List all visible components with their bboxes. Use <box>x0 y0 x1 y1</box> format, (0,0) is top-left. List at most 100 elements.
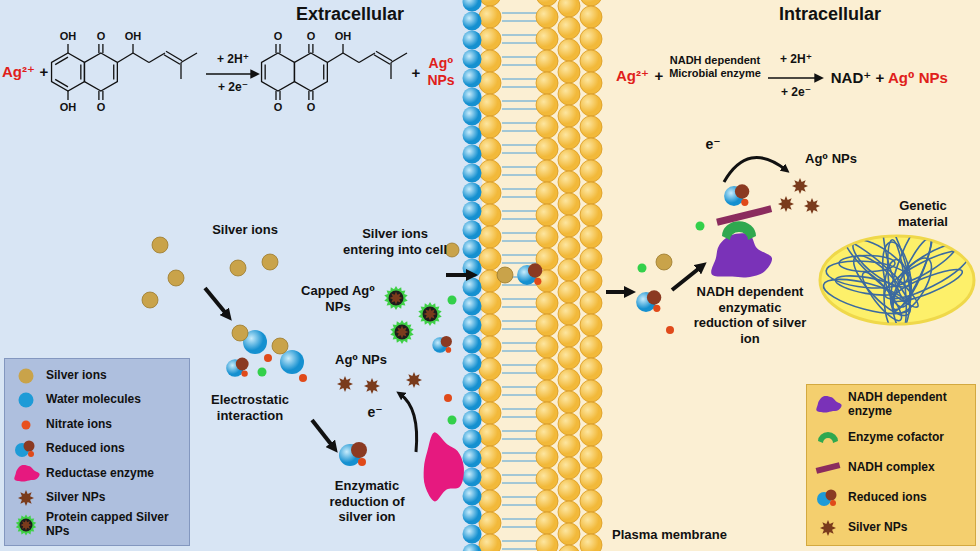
plasma-membrane <box>479 50 501 72</box>
nitrate-ion <box>299 374 307 382</box>
plasma-membrane <box>558 413 580 435</box>
plasma-membrane <box>580 6 602 28</box>
plasma-membrane <box>580 182 602 204</box>
reduced-ion <box>735 184 749 198</box>
plasma-membrane <box>558 127 580 149</box>
plasma-membrane <box>580 468 602 490</box>
legend-row: Silver ions <box>11 365 183 387</box>
water-molecule <box>463 69 482 88</box>
silver-ion <box>497 267 513 283</box>
naphthoquinone-structure <box>55 79 68 86</box>
silver-ion <box>445 243 459 257</box>
plasma-membrane <box>502 373 537 374</box>
plasma-membrane <box>558 391 580 413</box>
reduced-ion <box>724 184 749 206</box>
naphthoquinone-structure <box>98 91 99 100</box>
water-molecule <box>463 430 482 449</box>
reductase-enzyme <box>424 432 464 501</box>
plasma-membrane <box>502 87 537 88</box>
naphthoquinone-structure <box>312 91 313 100</box>
naphthoquinone-structure <box>262 53 295 91</box>
silver-ion <box>272 338 288 354</box>
legend-swatch <box>830 500 836 506</box>
legend-swatch <box>16 515 36 536</box>
plasma-membrane <box>580 534 602 551</box>
plasma-membrane <box>502 541 537 542</box>
plasma-membrane <box>558 501 580 523</box>
plasma-membrane <box>479 534 501 551</box>
legend-swatch <box>22 420 31 429</box>
plasma-membrane <box>502 519 537 520</box>
water-molecule <box>463 107 482 126</box>
plasma-membrane <box>580 446 602 468</box>
plasma-membrane <box>502 527 537 528</box>
plasma-membrane <box>502 285 537 286</box>
legend-row: Enzyme cofactor <box>813 427 969 449</box>
plasma-membrane <box>536 534 558 551</box>
plasma-membrane <box>502 43 537 44</box>
region-title: Extracellular <box>285 4 415 26</box>
reduced-ion <box>647 290 661 304</box>
plasma-membrane <box>479 0 501 6</box>
naphthoquinone-structure <box>374 55 390 65</box>
plasma-membrane <box>502 505 537 506</box>
plasma-membrane <box>558 303 580 325</box>
reaction-condition: + 2H⁺ <box>205 52 261 66</box>
water-molecule <box>463 31 482 50</box>
legend-swatch <box>11 389 41 411</box>
naphthoquinone-structure <box>308 44 309 53</box>
plasma-membrane <box>536 138 558 160</box>
plasma-membrane <box>580 204 602 226</box>
naphthoquinone-structure <box>294 53 327 91</box>
reduced-ion <box>236 358 249 371</box>
plasma-membrane <box>536 468 558 490</box>
capped-nanoparticle <box>424 308 437 321</box>
legend-row: Reduced ions <box>11 438 183 460</box>
naphthoquinone-structure <box>67 91 68 100</box>
legend-row: NADH dependent enzyme <box>813 391 969 419</box>
plasma-membrane <box>536 160 558 182</box>
plasma-membrane <box>479 490 501 512</box>
legend-swatch <box>11 487 41 509</box>
atom-label: OH <box>56 101 80 114</box>
plasma-membrane <box>502 255 537 256</box>
plasma-membrane <box>536 0 558 6</box>
plasma-membrane <box>536 50 558 72</box>
silver-nanoparticle <box>792 178 808 194</box>
naphthoquinone-structure <box>98 44 99 53</box>
plasma-membrane <box>580 490 602 512</box>
plasma-membrane <box>536 226 558 248</box>
naphthoquinone-structure <box>55 57 68 64</box>
reduced-ion <box>432 336 452 353</box>
plasma-membrane <box>502 101 537 102</box>
legend-panel: Silver ionsWater moleculesNitrate ionsRe… <box>4 358 190 546</box>
process-label: Silver ions entering into cell <box>338 226 452 257</box>
naphthoquinone-structure <box>308 91 309 100</box>
legend-row: Silver NPs <box>11 487 183 509</box>
water-molecule <box>463 316 482 335</box>
water-molecule <box>463 544 482 551</box>
plasma-membrane <box>558 457 580 479</box>
silver-ion <box>142 292 158 308</box>
legend-swatch <box>816 396 841 413</box>
plasma-membrane <box>502 549 537 550</box>
plasma-membrane <box>536 380 558 402</box>
naphthoquinone-structure <box>262 44 407 100</box>
reduced-ion <box>241 370 247 376</box>
plasma-membrane <box>479 314 501 336</box>
plasma-membrane <box>479 0 602 551</box>
reduced-ion <box>226 358 248 377</box>
plasma-membrane <box>479 28 501 50</box>
plasma-membrane <box>536 292 558 314</box>
legend-text: Nitrate ions <box>46 418 112 432</box>
legend-swatch <box>813 517 843 539</box>
plasma-membrane <box>580 94 602 116</box>
plasma-membrane <box>558 347 580 369</box>
water-molecule <box>463 449 482 468</box>
naphthoquinone-structure <box>102 44 103 53</box>
naphthoquinone-structure <box>376 51 392 61</box>
silver-nanoparticle <box>804 198 820 214</box>
process-arrow <box>312 420 334 448</box>
plasma-membrane <box>536 204 558 226</box>
plasma-membrane <box>536 446 558 468</box>
